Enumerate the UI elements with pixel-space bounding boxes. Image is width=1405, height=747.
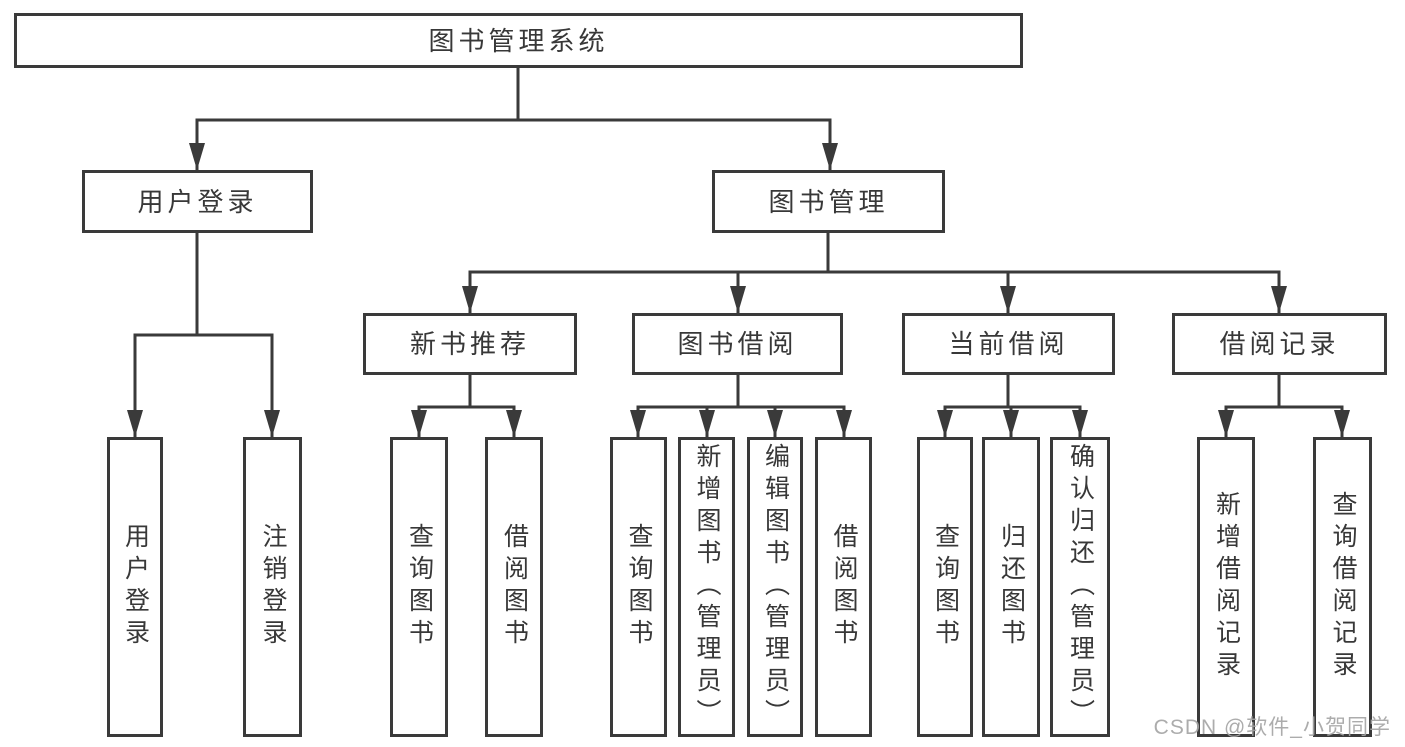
leaf-edit-book-admin: 编辑图书（管理员） — [747, 437, 803, 737]
arrow-icon — [1271, 286, 1287, 313]
leaf-query-books-recommend-label: 查询图书 — [405, 523, 434, 651]
node-book-borrowing-label: 图书借阅 — [677, 329, 798, 359]
leaf-query-books-recommend: 查询图书 — [390, 437, 448, 737]
arrow-icon — [264, 410, 280, 437]
arrow-icon — [127, 410, 143, 437]
leaf-return-books: 归还图书 — [982, 437, 1040, 737]
leaf-borrow-books-recommend: 借阅图书 — [485, 437, 543, 737]
leaf-logout: 注销登录 — [243, 437, 302, 737]
leaf-confirm-return-admin-label: 确认归还（管理员） — [1066, 443, 1095, 731]
leaf-confirm-return-admin: 确认归还（管理员） — [1050, 437, 1110, 737]
leaf-edit-book-admin-label: 编辑图书（管理员） — [761, 443, 790, 731]
leaf-query-books-current: 查询图书 — [917, 437, 973, 737]
arrow-icon — [411, 410, 427, 437]
arrow-icon — [462, 286, 478, 313]
arrow-icon — [1218, 410, 1234, 437]
leaf-add-borrow-record-label: 新增借阅记录 — [1212, 491, 1241, 683]
connector-records-children — [1224, 405, 1344, 437]
arrow-icon — [189, 143, 205, 170]
node-current-borrowing-label: 当前借阅 — [948, 329, 1069, 359]
arrow-icon — [506, 410, 522, 437]
leaf-borrow-books-recommend-label: 借阅图书 — [500, 523, 529, 651]
arrow-icon — [767, 410, 783, 437]
arrow-icon — [1000, 286, 1016, 313]
connector-userlogin-children — [133, 333, 274, 437]
arrow-icon — [1334, 410, 1350, 437]
leaf-query-borrow-record-label: 查询借阅记录 — [1329, 491, 1357, 683]
node-book-management: 图书管理 — [712, 170, 945, 233]
arrow-icon — [1072, 410, 1088, 437]
leaf-borrow-books-label: 借阅图书 — [830, 523, 858, 651]
node-book-borrowing: 图书借阅 — [632, 313, 843, 375]
leaf-user-login: 用户登录 — [107, 437, 163, 737]
leaf-query-books-borrowing-label: 查询图书 — [625, 523, 653, 651]
arrow-icon — [1003, 410, 1019, 437]
arrow-icon — [822, 143, 838, 170]
arrow-icon — [699, 410, 715, 437]
node-current-borrowing: 当前借阅 — [902, 313, 1115, 375]
node-root-label: 图书管理系统 — [428, 25, 609, 56]
node-borrowing-records: 借阅记录 — [1172, 313, 1387, 375]
connector-borrow-children — [636, 405, 846, 437]
connector-level3 — [468, 270, 1281, 313]
leaf-query-borrow-record: 查询借阅记录 — [1313, 437, 1372, 737]
arrow-icon — [937, 410, 953, 437]
node-user-login-label: 用户登录 — [137, 186, 258, 217]
leaf-user-login-label: 用户登录 — [121, 523, 150, 651]
connector-level2 — [195, 118, 832, 170]
node-new-book-recommend: 新书推荐 — [363, 313, 577, 375]
arrow-icon — [836, 410, 852, 437]
node-user-login: 用户登录 — [82, 170, 313, 233]
node-root: 图书管理系统 — [14, 13, 1023, 68]
leaf-logout-label: 注销登录 — [259, 523, 287, 651]
connector-current-children — [943, 405, 1082, 437]
arrow-icon — [630, 410, 646, 437]
leaf-borrow-books: 借阅图书 — [815, 437, 872, 737]
node-new-book-recommend-label: 新书推荐 — [409, 329, 530, 359]
connector-newbook-children — [417, 405, 516, 437]
watermark: CSDN @软件_小贺同学 — [1153, 716, 1391, 739]
node-book-management-label: 图书管理 — [768, 186, 889, 217]
leaf-add-book-admin: 新增图书（管理员） — [678, 437, 735, 737]
arrow-icon — [730, 286, 746, 313]
node-borrowing-records-label: 借阅记录 — [1219, 329, 1340, 359]
leaf-add-book-admin-label: 新增图书（管理员） — [693, 443, 721, 731]
leaf-query-books-current-label: 查询图书 — [931, 523, 960, 651]
leaf-add-borrow-record: 新增借阅记录 — [1197, 437, 1255, 737]
leaf-query-books-borrowing: 查询图书 — [610, 437, 667, 737]
leaf-return-books-label: 归还图书 — [997, 523, 1026, 651]
